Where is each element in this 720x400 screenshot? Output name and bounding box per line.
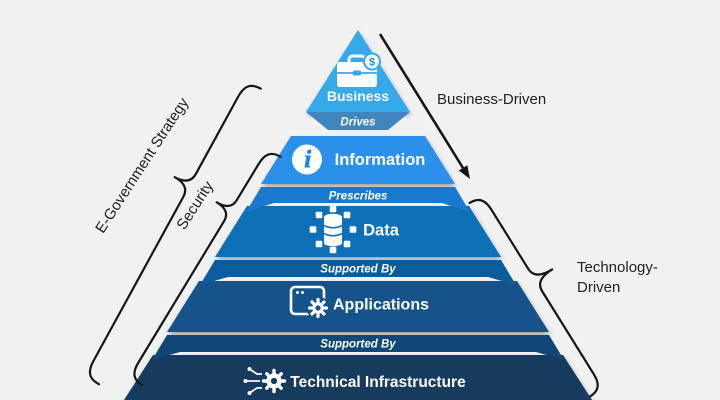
band-prescribes <box>246 187 470 212</box>
technology-driven-brace <box>468 198 599 398</box>
technology-driven-label-line1: Technology- <box>577 259 658 276</box>
tier-business-label: Business <box>327 88 389 104</box>
band-supported-by-1 <box>200 260 516 285</box>
security-brace <box>133 152 282 387</box>
business-driven-arrow-icon <box>378 33 470 179</box>
connector-supported-by-2-label: Supported By <box>320 339 396 351</box>
band-drives <box>306 112 410 130</box>
security-label: Security <box>173 178 217 233</box>
tier-technical-infrastructure-label: Technical Infrastructure <box>290 374 466 391</box>
tier-data <box>215 206 501 257</box>
connector-drives-label: Drives <box>340 117 375 129</box>
circuit-gear-icon <box>243 367 287 395</box>
connector-prescribes-label: Prescribes <box>329 191 388 203</box>
app-window-gear-icon <box>289 285 330 320</box>
briefcase-dollar-icon: $ <box>337 52 381 87</box>
tier-applications-label: Applications <box>333 297 429 314</box>
svg-text:$: $ <box>369 57 375 69</box>
tier-applications <box>167 281 549 332</box>
tier-data-label: Data <box>363 222 400 240</box>
connector-supported-by-1-label: Supported By <box>320 264 396 276</box>
technology-driven-label-line2: Driven <box>577 279 620 296</box>
business-driven-label: Business-Driven <box>437 91 546 108</box>
band-supported-by-2 <box>152 335 564 360</box>
tier-information-label: Information <box>335 151 426 169</box>
egov-strategy-label: E-Government Strategy <box>92 94 192 236</box>
info-circle-icon: i <box>292 144 322 175</box>
svg-text:i: i <box>304 147 313 174</box>
connector-bands <box>152 112 564 360</box>
egov-strategy-brace <box>88 84 262 386</box>
database-network-icon <box>309 205 357 254</box>
tier-technical-infrastructure <box>124 355 592 400</box>
